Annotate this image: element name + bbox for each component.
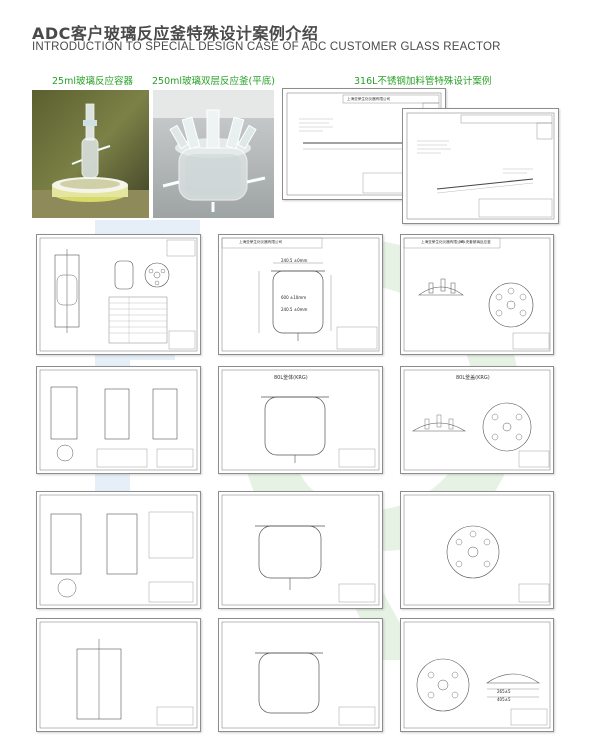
dim-label-bottom: 240.5 ±0mm: [281, 307, 308, 312]
caption-250ml-reactor: 250ml玻璃双层反应釜(平底): [152, 76, 275, 87]
drawing-sheet-r2c2: 80L釜体(KRG): [218, 366, 383, 474]
sheet-r1c3-title: 50L夹套玻璃反应釜: [459, 240, 491, 244]
caption-316l-tube: 316L不锈钢加料管特殊设计案例: [354, 76, 492, 87]
drawing-316l-sheet-2: [402, 108, 559, 224]
sheet-company: 上海亚荣生化仪器有限公司: [347, 97, 391, 101]
sheet-r2c3-title: 80L釜盖(KRG): [456, 375, 490, 381]
page-subtitle: INTRODUCTION TO SPECIAL DESIGN CASE OF A…: [32, 41, 501, 53]
drawing-sheet-r2c1: [36, 366, 201, 474]
drawing-sheet-r4c1: [36, 618, 201, 732]
caption-25ml-vessel: 25ml玻璃反应容器: [52, 76, 133, 87]
dim-label-mid: 600 ±10mm: [281, 295, 307, 300]
photo-25ml-vessel: [32, 90, 149, 218]
drawing-sheet-r3c3: [400, 491, 554, 609]
lid-dim-b: 405±5: [497, 697, 511, 702]
drawing-sheet-r1c3: 上海亚荣生化仪器有限公司 50L夹套玻璃反应釜: [400, 234, 554, 355]
dim-label-top: 240.5 ±0mm: [281, 258, 308, 263]
lid-dim-a: 265±5: [497, 689, 511, 694]
sheet-r1c2-company: 上海亚荣生化仪器有限公司: [239, 240, 283, 244]
drawing-sheet-r1c2: 上海亚荣生化仪器有限公司 240.5 ±0mm 600 ±10mm 240.5 …: [218, 234, 383, 355]
photo-250ml-reactor: [153, 90, 274, 218]
drawing-sheet-r3c1: [36, 491, 201, 609]
sheet-r2c2-title: 80L釜体(KRG): [274, 375, 308, 381]
drawing-sheet-r4c3: 265±5 405±5: [400, 618, 554, 732]
drawing-sheet-r1c1: [36, 234, 201, 355]
page-title: ADC客户玻璃反应釜特殊设计案例介绍: [32, 24, 319, 43]
drawing-sheet-r3c2: [218, 491, 383, 609]
drawing-sheet-r4c2: [218, 618, 383, 732]
sheet-r1c3-company: 上海亚荣生化仪器有限公司: [421, 240, 465, 244]
drawing-sheet-r2c3: 80L釜盖(KRG): [400, 366, 554, 474]
